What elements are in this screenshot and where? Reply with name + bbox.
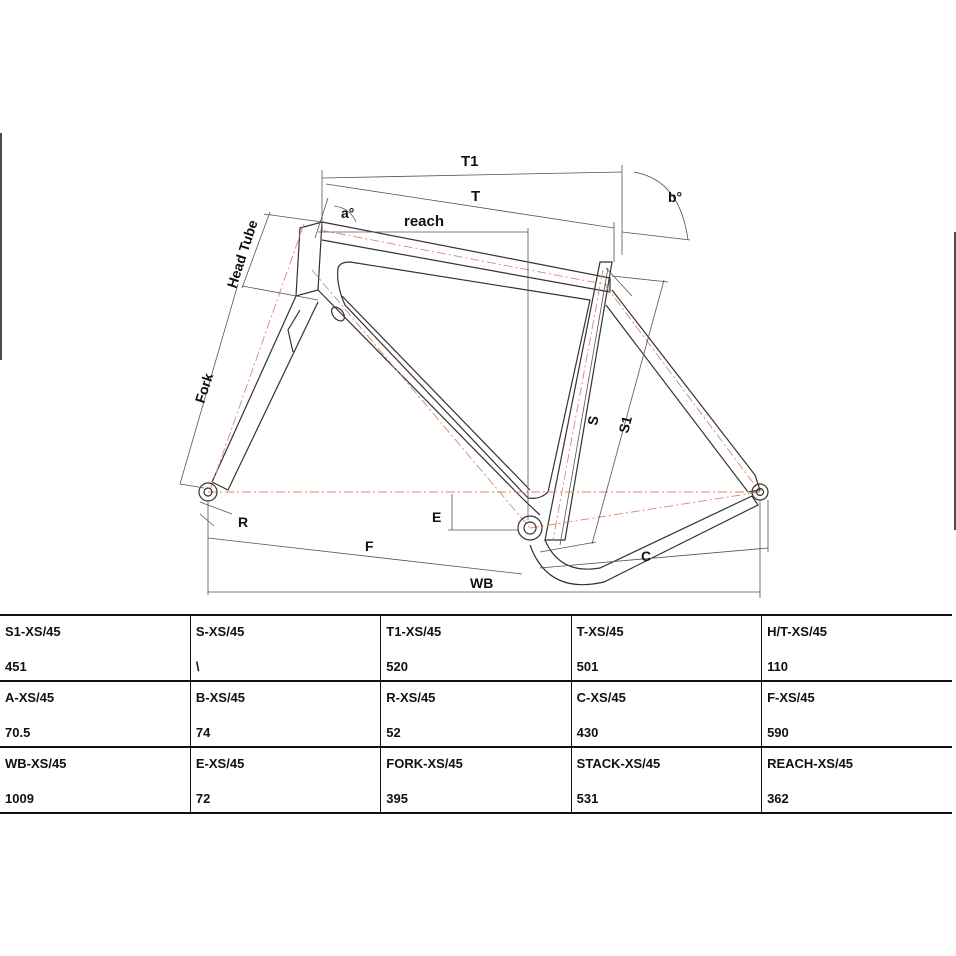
spec-header: STACK-XS/45 [576, 756, 661, 771]
spec-value: 590 [767, 725, 789, 740]
spec-cell: B-XS/45 74 [189, 680, 381, 748]
spec-cell: R-XS/45 52 [380, 680, 572, 748]
spec-value: \ [195, 659, 200, 674]
spec-header: S-XS/45 [195, 624, 245, 639]
spec-value: 520 [386, 659, 408, 674]
spec-cell: S1-XS/45 451 [0, 614, 191, 682]
spec-header: WB-XS/45 [5, 756, 67, 771]
axles [198, 306, 769, 541]
spec-header: FORK-XS/45 [386, 756, 463, 771]
spec-cell: FORK-XS/45 395 [380, 746, 572, 814]
label-e: E [432, 509, 441, 525]
dimension-lines [179, 165, 769, 598]
spec-value: 110 [767, 659, 789, 674]
spec-value: 501 [576, 659, 599, 674]
table-row: S1-XS/45 451 S-XS/45 \ T1-XS/45 520 T-XS/45… [0, 614, 952, 682]
spec-value: 395 [386, 791, 408, 806]
table-row: A-XS/45 70.5 B-XS/45 74 R-XS/45 52 C-XS/45 4… [0, 680, 952, 748]
spec-header: R-XS/45 [386, 690, 436, 705]
spec-value: 1009 [5, 791, 34, 806]
spec-cell: T-XS/45 501 [570, 614, 762, 682]
spec-cell: T1-XS/45 520 [380, 614, 572, 682]
spec-header: A-XS/45 [5, 690, 55, 705]
spec-value: 531 [576, 791, 599, 806]
spec-header: REACH-XS/45 [767, 756, 854, 771]
label-s: S [584, 415, 601, 427]
table-row: WB-XS/45 1009 E-XS/45 72 FORK-XS/45 395 STA… [0, 746, 952, 814]
spec-header: E-XS/45 [195, 756, 245, 771]
spec-cell: H/T-XS/45 110 [761, 614, 952, 682]
spec-cell: E-XS/45 72 [189, 746, 381, 814]
label-reach: reach [404, 213, 444, 230]
spec-value: 52 [386, 725, 401, 740]
spec-value: 72 [195, 791, 211, 806]
spec-cell: REACH-XS/45 362 [761, 746, 952, 814]
label-s1: S1 [615, 414, 635, 435]
cable-port [330, 306, 346, 322]
label-f: F [365, 538, 374, 554]
spec-value: 430 [576, 725, 599, 740]
spec-cell: F-XS/45 590 [761, 680, 952, 748]
spec-header: F-XS/45 [767, 690, 815, 705]
spec-header: B-XS/45 [195, 690, 246, 705]
label-r: R [238, 514, 248, 530]
label-t: T [471, 188, 480, 205]
label-wb: WB [470, 575, 493, 591]
label-head-tube: Head Tube [224, 218, 261, 290]
label-c: C [641, 548, 651, 564]
spec-value: 70.5 [5, 725, 31, 740]
label-fork: Fork [192, 371, 217, 405]
spec-cell: C-XS/45 430 [570, 680, 762, 748]
centre-lines [208, 223, 761, 541]
spec-header: T-XS/45 [576, 624, 624, 639]
spec-value: 74 [195, 725, 211, 740]
spec-header: S1-XS/45 [5, 624, 61, 639]
label-a-angle: a° [341, 205, 354, 221]
spec-cell: STACK-XS/45 531 [570, 746, 762, 814]
spec-header: H/T-XS/45 [767, 624, 828, 639]
geometry-spec-table: S1-XS/45 451 S-XS/45 \ T1-XS/45 520 T-XS/45… [0, 614, 952, 814]
spec-header: T1-XS/45 [386, 624, 442, 639]
label-b-angle: b° [668, 189, 682, 205]
bike-frame-geometry-diagram: T1 T reach a° b° Head Tube Fork S S1 E R… [0, 133, 956, 598]
spec-cell: S-XS/45 \ [189, 614, 381, 682]
bottom-bracket [517, 515, 543, 541]
spec-cell: WB-XS/45 1009 [0, 746, 191, 814]
label-t1: T1 [461, 153, 479, 170]
spec-cell: A-XS/45 70.5 [0, 680, 191, 748]
spec-value: 362 [767, 791, 789, 806]
spec-value: 451 [5, 659, 27, 674]
spec-header: C-XS/45 [576, 690, 626, 705]
frame-outline [211, 221, 761, 586]
